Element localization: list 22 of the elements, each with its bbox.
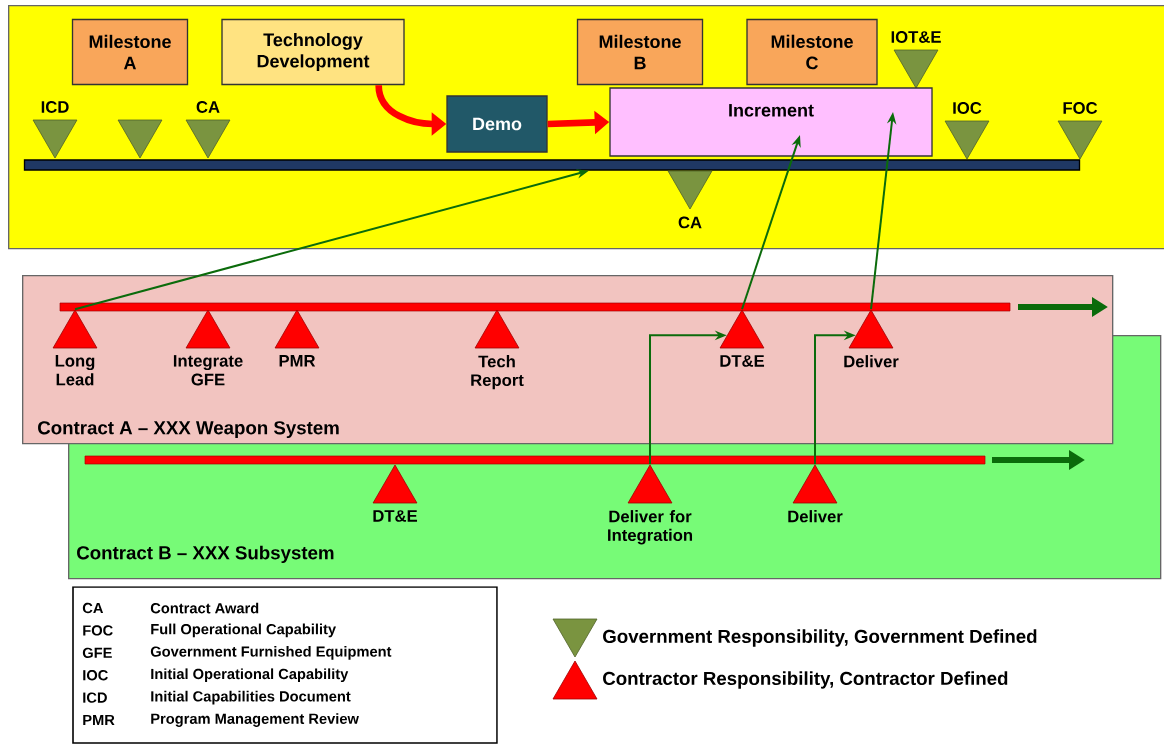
milestone-box: Milestone C [746, 18, 878, 86]
milestone-marker [117, 119, 163, 159]
glossary-definition: Program Management Review [151, 713, 359, 727]
phase-box: Technology Development [221, 18, 405, 86]
glossary-definition: Full Operational Capability [151, 623, 336, 638]
glossary-term: GFE [82, 647, 112, 658]
legend-label: Government Responsibility, Government Defined [603, 629, 1037, 647]
glossary-term: ICD [83, 692, 107, 703]
demo-box: Demo [446, 95, 548, 153]
glossary-term: PMR [83, 715, 115, 726]
timeline-bar [23, 159, 1081, 171]
legend-label: Contractor Responsibility, Contractor Defined [603, 671, 1008, 689]
milestone-box: Milestone A [71, 18, 189, 86]
glossary-term: CA [82, 602, 104, 614]
glossary-definition: Initial Operational Capability [151, 668, 349, 683]
glossary-term: IOC [83, 670, 108, 681]
milestone-box: Milestone B [576, 18, 704, 86]
glossary-term: FOC [83, 625, 113, 636]
glossary-definition: Government Furnished Equipment [150, 646, 392, 660]
glossary-definition: Initial Capabilities Document [151, 690, 351, 705]
increment-box: Increment [609, 87, 933, 157]
glossary-definition: Contract Award [150, 602, 259, 614]
